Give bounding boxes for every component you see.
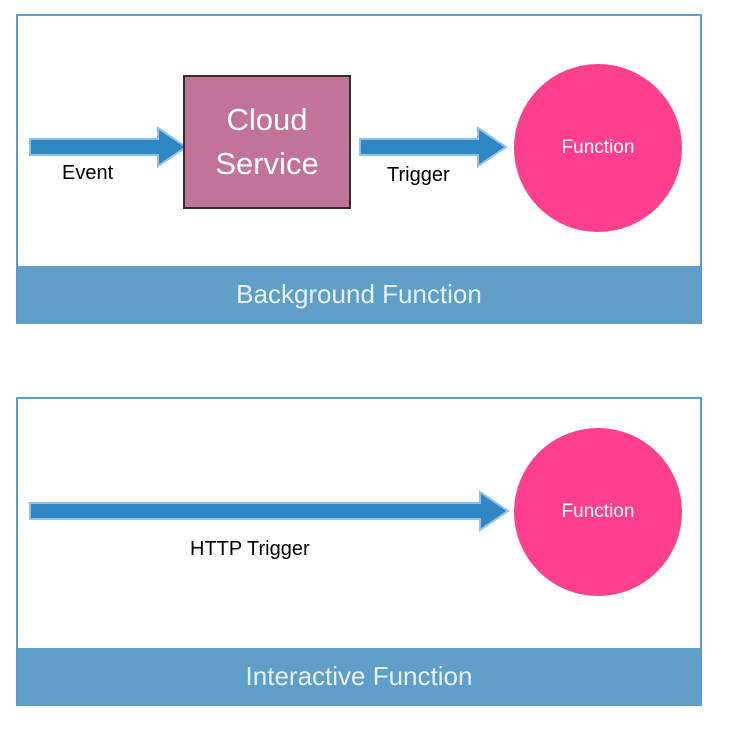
trigger-label: Trigger xyxy=(387,164,450,186)
event-label: Event xyxy=(62,162,114,184)
background-function-title: Background Function xyxy=(236,278,482,309)
background-function-circle-label: Function xyxy=(561,137,635,158)
cloud-service-line-2: Service xyxy=(215,146,319,181)
trigger-arrow xyxy=(359,126,508,168)
background-function-footer: Background Function xyxy=(18,266,700,322)
http-trigger-label: HTTP Trigger xyxy=(190,538,310,560)
interactive-function-panel: HTTP Trigger Function Interactive Functi… xyxy=(16,397,702,706)
cloud-service-line-1: Cloud xyxy=(226,102,308,137)
cloud-service-box: Cloud Service xyxy=(183,75,351,209)
event-arrow xyxy=(29,126,188,168)
background-function-panel: Event Cloud Service Trigger Function Bac… xyxy=(16,14,702,324)
background-function-circle: Function xyxy=(514,64,682,232)
interactive-function-circle-label: Function xyxy=(561,501,635,522)
interactive-function-circle: Function xyxy=(514,428,682,596)
interactive-function-footer: Interactive Function xyxy=(18,648,700,704)
http-trigger-arrow xyxy=(29,490,510,532)
interactive-function-title: Interactive Function xyxy=(245,660,473,691)
